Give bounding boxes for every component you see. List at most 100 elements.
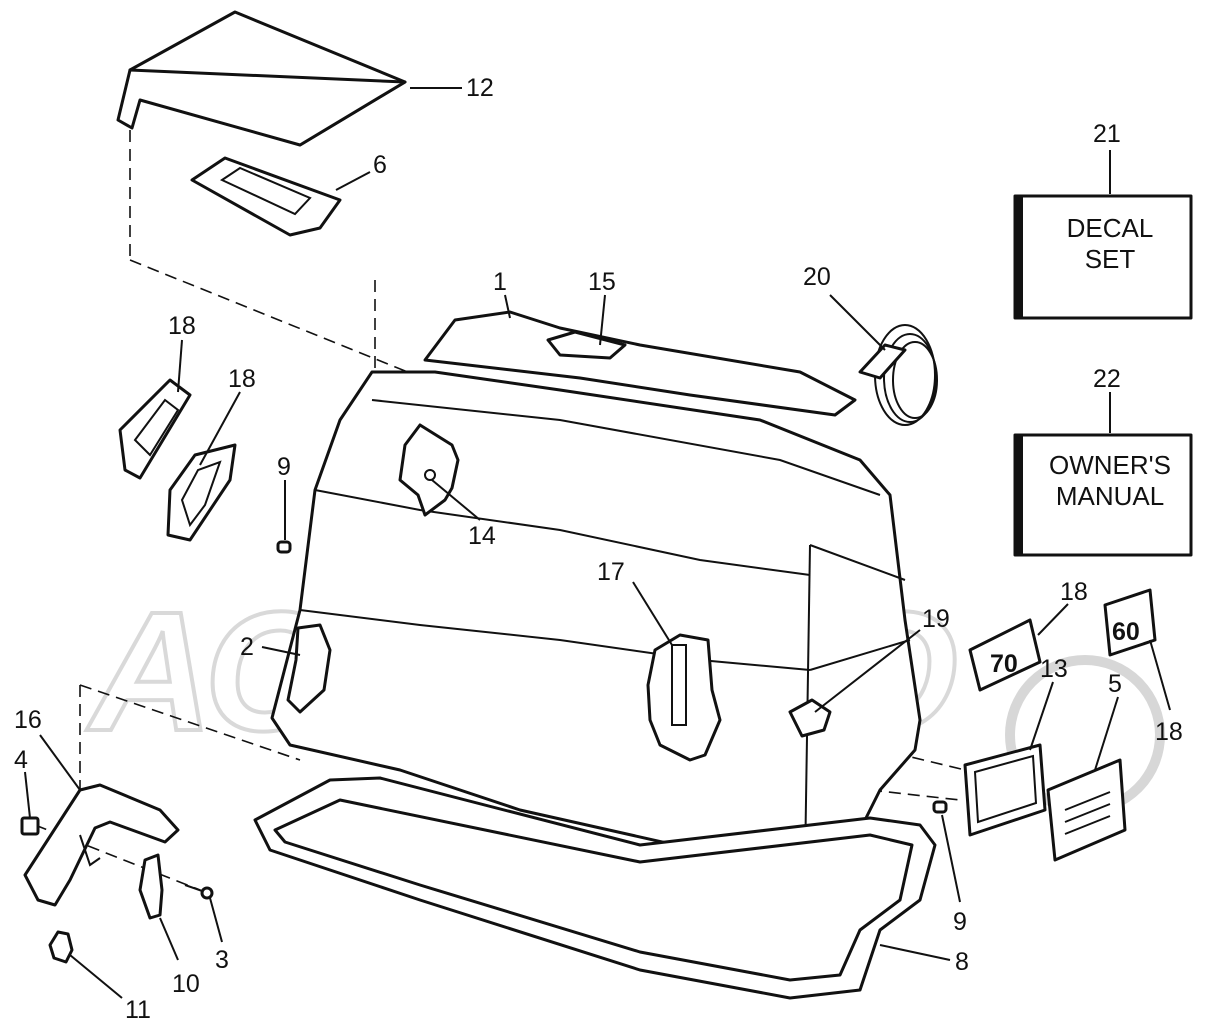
- bracket-tab: [79, 834, 101, 867]
- decal-box-edge: [1015, 196, 1023, 318]
- callout-2: 2: [240, 633, 254, 661]
- callout-13: 13: [1040, 655, 1068, 683]
- leader-18b: [199, 391, 241, 466]
- callout-3: 3: [215, 946, 229, 974]
- badge-70-text: 70: [990, 650, 1018, 678]
- leader-16: [39, 734, 81, 791]
- leader-20: [829, 294, 886, 351]
- decal-line-1: DECAL: [1067, 213, 1154, 243]
- part-6-plate[interactable]: [190, 156, 342, 237]
- screw-3-head: [200, 886, 214, 900]
- part-10-spacer[interactable]: [138, 853, 164, 920]
- leader-1: [504, 294, 511, 319]
- part-13-plate[interactable]: [963, 743, 1047, 837]
- dash-line: [79, 684, 301, 761]
- cowl-rear-top: [423, 310, 857, 417]
- leader-13: [1029, 681, 1054, 751]
- callout-6: 6: [373, 151, 387, 179]
- callout-18d: 18: [1155, 718, 1183, 746]
- callout-10: 10: [172, 970, 200, 998]
- manual-line-2: MANUAL: [1056, 481, 1164, 511]
- cable-loop-3: [892, 341, 938, 419]
- cowl-lower-crease: [299, 609, 811, 671]
- manual-line-1: OWNER'S: [1049, 450, 1171, 480]
- bracket-outline: [23, 783, 180, 907]
- badge-relief: [133, 398, 180, 457]
- part-3-screw[interactable]: [184, 884, 214, 900]
- part-15-rear-panel: [546, 330, 627, 360]
- plate-window: [219, 166, 312, 216]
- leader-lines: [24, 87, 1171, 999]
- cowl-upper-crease: [314, 489, 811, 576]
- label-5-outline: [1046, 758, 1127, 862]
- label-5-lines: [1064, 791, 1111, 835]
- callout-18a: 18: [168, 312, 196, 340]
- leader-6: [335, 171, 371, 191]
- callout-22: 22: [1093, 365, 1121, 393]
- side-plate-slot: [671, 644, 687, 726]
- part-22-owners-manual-box[interactable]: OWNER'S MANUAL: [1013, 433, 1193, 557]
- callout-12: 12: [466, 74, 494, 102]
- plate-13-outer: [963, 743, 1047, 837]
- part-17-side-plate[interactable]: [646, 633, 722, 762]
- leader-14: [431, 479, 481, 521]
- part-2-side-pad[interactable]: [286, 623, 332, 714]
- callout-17: 17: [597, 558, 625, 586]
- part-9-screw-right[interactable]: [932, 800, 948, 814]
- leader-15: [599, 294, 606, 346]
- callout-11: 11: [125, 996, 151, 1024]
- badge-relief: [180, 460, 222, 528]
- part-12-top-cover[interactable]: [116, 10, 407, 147]
- part-16-bracket[interactable]: [23, 783, 180, 907]
- leader-4: [24, 771, 31, 819]
- part-18-badge-70[interactable]: 70: [968, 618, 1042, 692]
- leader-18d: [1149, 639, 1171, 711]
- decal-line-2: SET: [1085, 244, 1136, 274]
- part-4-clip[interactable]: [20, 816, 40, 836]
- part-8-seal[interactable]: [253, 776, 937, 1000]
- badge-70-plate: [968, 618, 1042, 692]
- callout-16: 16: [14, 706, 42, 734]
- cowl-side-crease: [809, 544, 911, 671]
- callout-5: 5: [1108, 670, 1122, 698]
- leader-8: [879, 944, 951, 961]
- cowl-top-line: [371, 399, 881, 496]
- part-11-grommet[interactable]: [48, 930, 74, 964]
- leader-18c: [1037, 603, 1069, 636]
- part-18-badge-left-bottom[interactable]: [166, 443, 237, 542]
- grommet-11: [48, 930, 74, 964]
- plate-outline: [190, 156, 342, 237]
- badge-plate: [166, 443, 237, 542]
- part-18-badge-left-top[interactable]: [118, 378, 192, 480]
- callout-numbers: 12 6 1 15 20 21 22 18 18 9 14 2 17 19 18…: [14, 74, 1183, 1024]
- part-20-cable[interactable]: [858, 324, 938, 426]
- decal-box: [1013, 194, 1193, 320]
- callout-9b: 9: [953, 908, 967, 936]
- part-18-badge-60[interactable]: 60: [1103, 588, 1157, 657]
- callout-8: 8: [955, 948, 969, 976]
- callout-18b: 18: [228, 365, 256, 393]
- callout-21: 21: [1093, 120, 1121, 148]
- callout-14: 14: [468, 522, 496, 550]
- badge-60-text: 60: [1112, 618, 1140, 646]
- top-cover-front: [116, 68, 407, 147]
- latch-screw: [424, 469, 436, 481]
- leader-3: [209, 897, 223, 943]
- part-9-screw-left[interactable]: [276, 540, 292, 554]
- leader-17: [632, 581, 673, 646]
- plate-13-inner: [973, 754, 1038, 824]
- manual-box-edge: [1015, 435, 1023, 555]
- callout-19: 19: [922, 605, 950, 633]
- dash-line: [869, 789, 961, 801]
- part-5-label[interactable]: [1046, 758, 1127, 862]
- part-21-decal-set-box[interactable]: DECAL SET: [1013, 194, 1193, 320]
- callout-20: 20: [803, 263, 831, 291]
- callout-4: 4: [14, 746, 28, 774]
- seal-inner: [273, 798, 914, 982]
- cable-clip: [858, 343, 907, 380]
- badge-plate: [118, 378, 192, 480]
- leader-5: [1094, 696, 1119, 771]
- leader-11: [69, 954, 123, 999]
- leader-2: [261, 646, 301, 656]
